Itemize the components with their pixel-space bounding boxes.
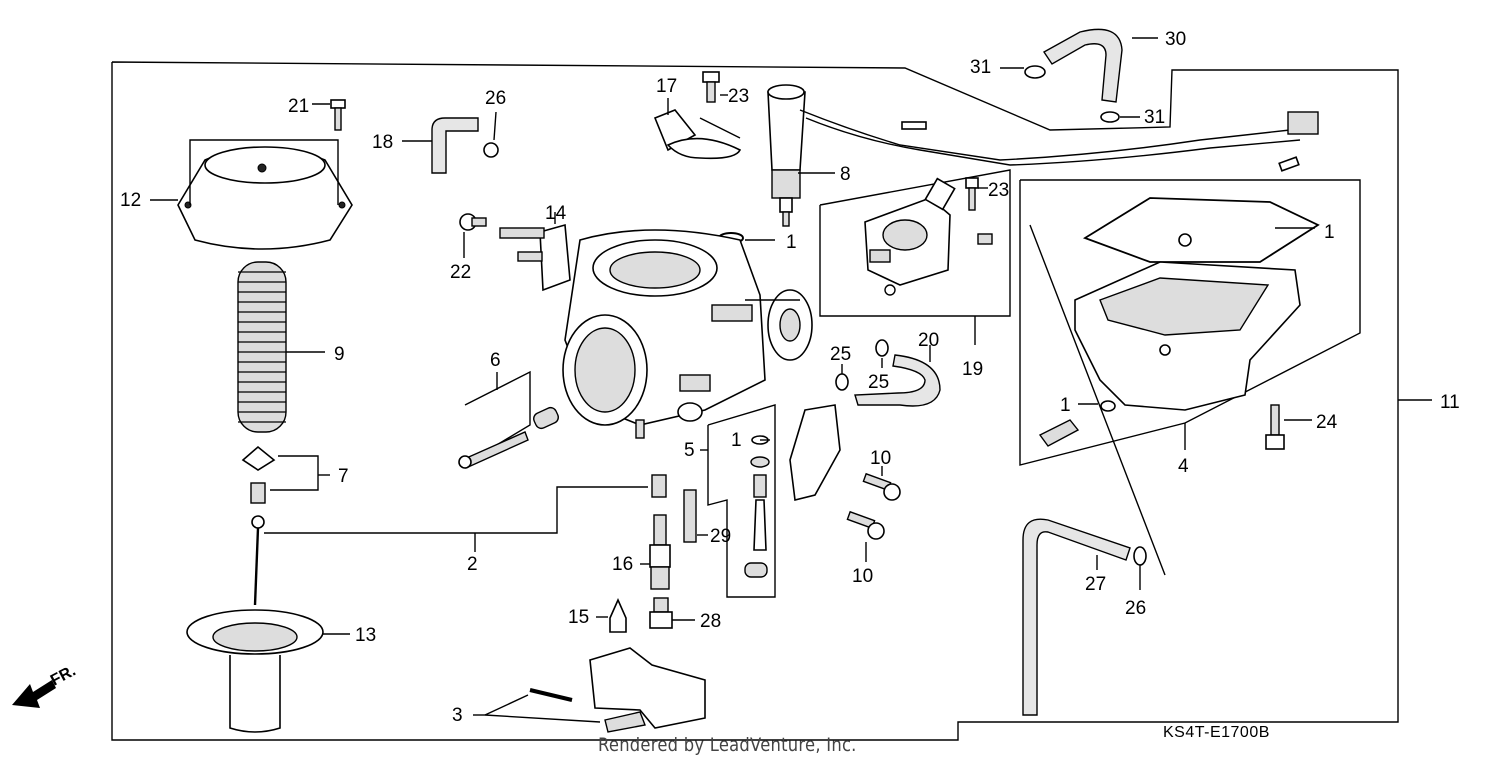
- screw-6: [458, 370, 559, 469]
- callout-12: 12: [120, 190, 141, 211]
- callout-25a: 25: [830, 344, 851, 365]
- float-3: [473, 647, 706, 733]
- bracket-plate: [789, 404, 841, 501]
- screw-21: [312, 99, 346, 131]
- callout-22: 22: [450, 262, 471, 283]
- front-arrow: [12, 680, 56, 708]
- callout-26b: 26: [1125, 598, 1146, 619]
- callout-31b: 31: [1144, 107, 1165, 128]
- clip-31a: [1000, 65, 1046, 79]
- callout-21: 21: [288, 96, 309, 117]
- main-jet-holder-16: [640, 514, 671, 590]
- callout-9: 9: [334, 344, 345, 365]
- mixture-screw-kit-5: [700, 404, 776, 598]
- slow-jet-28: [649, 597, 695, 629]
- fuel-pump-19: [864, 177, 993, 296]
- assembly-border: [111, 61, 1432, 741]
- screw-10a: [862, 466, 901, 501]
- jet-needle-2: [251, 486, 648, 606]
- callout-28: 28: [700, 611, 721, 632]
- bracket-14: [499, 212, 571, 292]
- callout-29: 29: [710, 526, 731, 547]
- hose-20: [854, 345, 941, 407]
- callout-8: 8: [840, 164, 851, 185]
- bolt-24: [1265, 404, 1312, 450]
- callout-23b: 23: [988, 180, 1009, 201]
- callout-25b: 25: [868, 372, 889, 393]
- clip-25a: [835, 364, 849, 391]
- callout-13: 13: [355, 625, 376, 646]
- clip-26b: [1029, 224, 1166, 590]
- callout-31a: 31: [970, 57, 991, 78]
- diaphragm-cover: [150, 139, 353, 250]
- auto-bystarter-8: [767, 84, 1301, 227]
- needle-jet-holder: [651, 474, 667, 498]
- callout-11: 11: [1440, 392, 1460, 413]
- wire-connector: [901, 111, 1319, 172]
- screw-23a: [702, 71, 728, 103]
- needle-jet-29: [683, 489, 708, 543]
- callout-18: 18: [372, 132, 393, 153]
- hose-18: [402, 117, 479, 174]
- callout-7: 7: [338, 466, 349, 487]
- callout-2: 2: [467, 554, 478, 575]
- callout-6: 6: [490, 350, 501, 371]
- clamp-plate-17: [653, 98, 742, 160]
- diagram-code: KS4T-E1700B: [1163, 724, 1270, 741]
- gasket-1b: [1082, 197, 1320, 263]
- callout-3: 3: [452, 705, 463, 726]
- callout-16: 16: [612, 554, 633, 575]
- needle-holder-7: [241, 445, 330, 504]
- screw-22: [459, 213, 487, 258]
- callout-10b: 10: [852, 566, 873, 587]
- callout-30: 30: [1165, 29, 1186, 50]
- vacuum-piston-13: [186, 609, 350, 733]
- callout-labels: 21 26 18 12 17 23 8 1 14 22 9 6 7 2 13 3…: [48, 29, 1460, 726]
- clip-25b: [875, 339, 889, 368]
- float-chamber: [1038, 233, 1301, 447]
- callout-15: 15: [568, 607, 589, 628]
- callout-1a: 1: [786, 232, 797, 253]
- callout-5: 5: [684, 440, 695, 461]
- clip-26: [483, 111, 499, 158]
- callout-19: 19: [962, 359, 983, 380]
- fuel-pump-box: [819, 169, 1011, 345]
- float-chamber-box: [1019, 179, 1361, 466]
- callout-23a: 23: [728, 86, 749, 107]
- callout-10a: 10: [870, 448, 891, 469]
- callout-20: 20: [918, 330, 939, 351]
- drain-tube-27: [1022, 518, 1131, 716]
- callout-27: 27: [1085, 574, 1106, 595]
- callout-1b: 1: [1324, 222, 1335, 243]
- callout-1c: 1: [731, 430, 742, 451]
- callout-1d: 1: [1060, 395, 1071, 416]
- screw-10b: [846, 510, 885, 562]
- spring-9: [237, 261, 325, 433]
- callout-26: 26: [485, 88, 506, 109]
- clip-31b: [1100, 111, 1140, 123]
- callout-24: 24: [1316, 412, 1338, 433]
- callout-14: 14: [545, 203, 567, 224]
- callout-17: 17: [656, 76, 677, 97]
- carburetor-body: [562, 229, 813, 439]
- callout-4: 4: [1178, 456, 1189, 477]
- hose-30: [1042, 28, 1158, 103]
- main-jet-15: [596, 598, 627, 633]
- credit-text: Rendered by LeadVenture, Inc.: [598, 734, 857, 756]
